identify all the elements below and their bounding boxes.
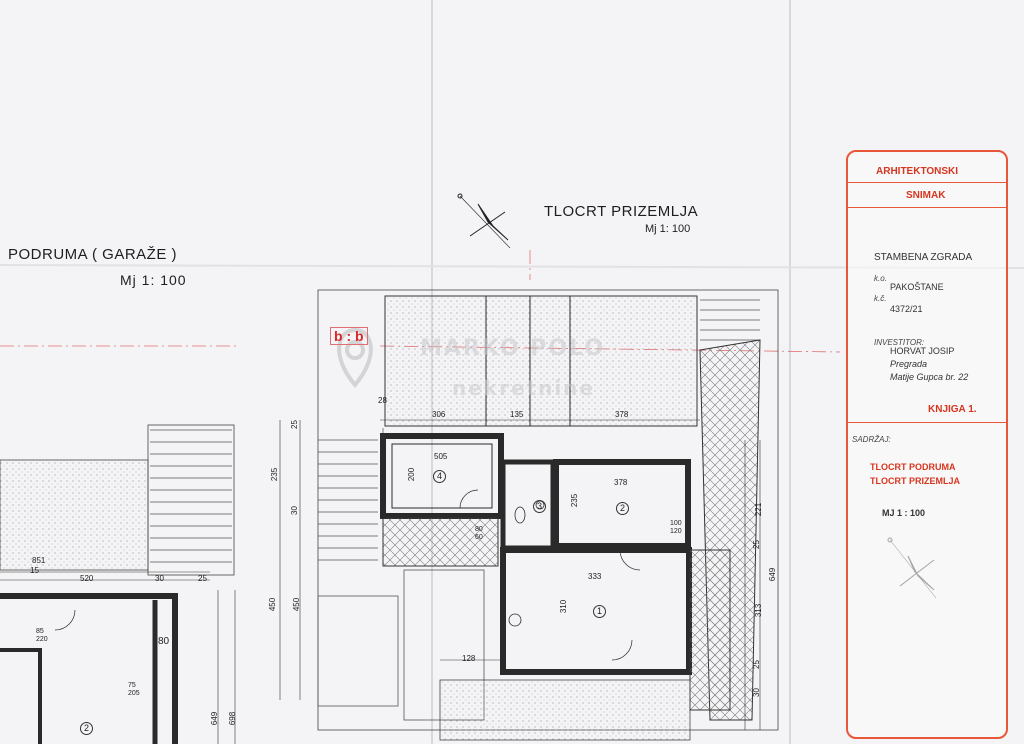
title-block: ARHITEKTONSKI SNIMAK STAMBENA ZGRADA k.o…: [846, 150, 1008, 739]
dimension-label: 235: [570, 493, 580, 508]
ko-value: PAKOŠTANE: [890, 282, 944, 292]
dimension-label: 25: [751, 540, 761, 549]
building-name: STAMBENA ZGRADA: [874, 252, 973, 263]
dimension-label: 100 120: [670, 520, 682, 535]
title-block-heading: ARHITEKTONSKI: [876, 166, 959, 177]
dimension-label: 75 205: [128, 682, 140, 697]
watermark-text: MARKO POLO: [420, 336, 606, 361]
title-block-subheading: SNIMAK: [906, 190, 946, 201]
dimension-label: 30: [155, 574, 164, 583]
dimension-label: 649: [210, 711, 220, 726]
dimension-label: 30: [751, 688, 761, 697]
dimension-label: 378: [615, 410, 629, 419]
room-number: 4: [433, 470, 446, 483]
dimension-label: 333: [588, 572, 602, 581]
room-number: 2: [80, 722, 93, 735]
dimension-label: 505: [434, 452, 448, 461]
dimension-label: 313: [754, 603, 764, 618]
main-plan-scale: Mj 1: 100: [645, 223, 691, 235]
main-plan-dimension-lines: [279, 419, 761, 730]
dimension-label: 851: [32, 556, 46, 565]
content-item: TLOCRT PODRUMA: [870, 462, 956, 472]
dimension-label: 25: [289, 420, 299, 429]
dimension-label: 221: [754, 502, 764, 517]
dimension-label: 520: [80, 574, 94, 583]
dimension-label: 25: [198, 574, 207, 583]
kc-value: 4372/21: [890, 304, 923, 314]
section-label: b : b: [330, 327, 368, 345]
ko-label: k.o.: [874, 274, 887, 283]
room-number: 1: [593, 605, 606, 618]
dimension-label: 15: [30, 566, 39, 575]
dimension-label: 306: [432, 410, 446, 419]
main-plan: [317, 289, 779, 741]
dimension-label: 310: [559, 599, 569, 614]
kc-label: k.č.: [874, 294, 887, 303]
investor-name: HORVAT JOSIP: [890, 346, 955, 356]
dimension-label: 85 220: [36, 628, 48, 643]
title-block-scale: MJ 1 : 100: [882, 508, 926, 518]
dimension-label: 80: [158, 636, 170, 647]
dimension-label: 649: [768, 567, 778, 582]
room-number: 2: [616, 502, 629, 515]
dimension-label: 378: [614, 478, 628, 487]
dimension-label: 450: [292, 597, 302, 612]
dimension-label: 80 60: [475, 526, 483, 541]
watermark-subtext: nekretnine: [452, 376, 595, 400]
dimension-label: 200: [407, 467, 417, 482]
room-number: 3: [533, 500, 546, 513]
watermark-pin-icon: [337, 327, 373, 389]
dimension-label: 698: [228, 711, 238, 726]
dimension-label: 28: [378, 396, 387, 405]
investor-label: INVESTITOR:: [874, 338, 925, 347]
left-plan: [0, 424, 235, 744]
content-item: TLOCRT PRIZEMLJA: [870, 476, 960, 486]
dimension-label: 25: [751, 660, 761, 669]
main-plan-title: TLOCRT PRIZEMLJA: [544, 203, 699, 220]
north-arrow-main: [457, 193, 511, 249]
book-number: KNJIGA 1.: [928, 404, 977, 415]
dimension-label: 135: [510, 410, 524, 419]
content-label: SADRŽAJ:: [852, 435, 891, 444]
left-plan-scale: Mj 1: 100: [120, 272, 187, 288]
investor-street: Matije Gupca br. 22: [890, 372, 969, 382]
dimension-label: 30: [289, 506, 299, 515]
dimension-label: 128: [462, 654, 476, 663]
left-plan-dimension-lines: [0, 571, 236, 744]
investor-place: Pregrada: [890, 359, 928, 369]
dimension-label: 235: [270, 467, 280, 482]
left-plan-title: PODRUMA ( GARAŽE ): [8, 246, 178, 263]
dimension-label: 450: [268, 597, 278, 612]
